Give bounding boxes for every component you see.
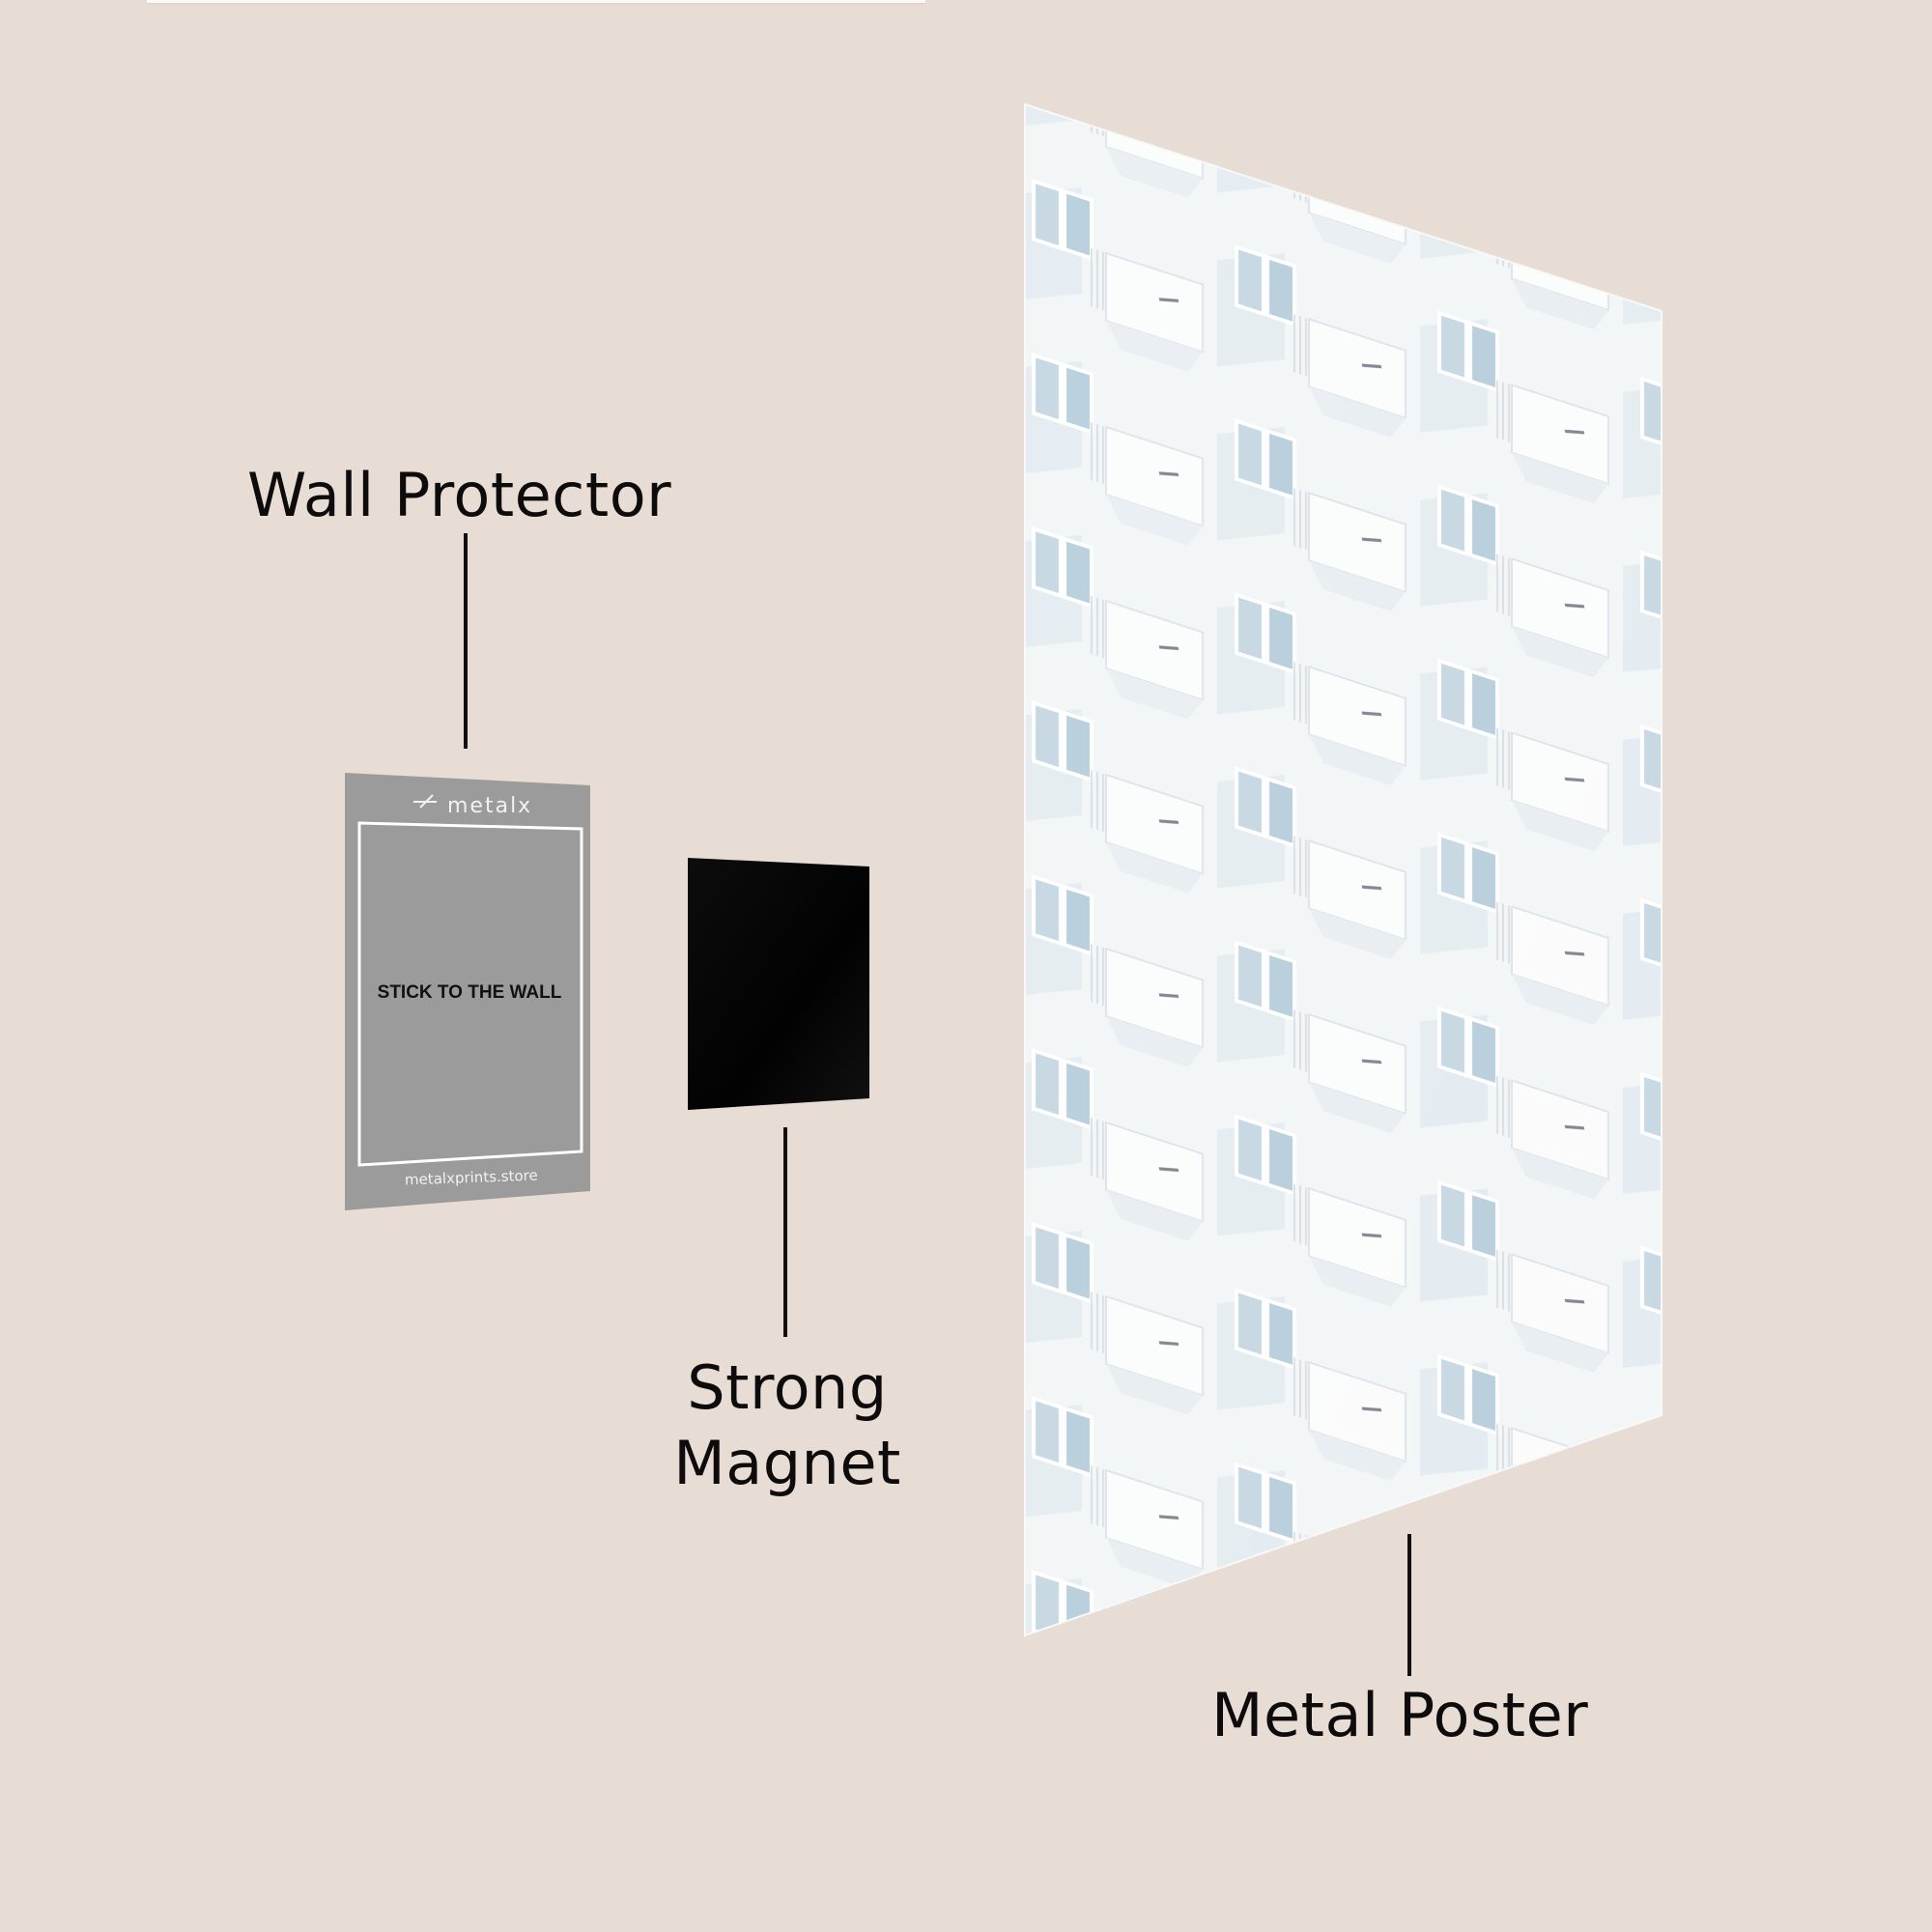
metal-poster-label: Metal Poster xyxy=(1211,1680,1589,1750)
wall-protector-footer-url: metalxprints.store xyxy=(405,1167,538,1189)
wall-protector-connector-line xyxy=(464,533,468,749)
strong-magnet-label: Strong Magnet xyxy=(667,1350,908,1501)
wall-protector-center-text: STICK TO THE WALL xyxy=(378,982,562,1003)
metalx-logo-icon xyxy=(413,794,437,809)
magnet-connector-line xyxy=(783,1127,787,1337)
metal-poster xyxy=(1024,102,1662,1637)
metal-poster-connector-line xyxy=(1407,1534,1411,1676)
strong-magnet-label-line2: Magnet xyxy=(673,1428,901,1498)
top-edge-strip xyxy=(147,0,925,3)
wall-protector-plate: metalx STICK TO THE WALL metalxprints.st… xyxy=(345,773,590,1210)
strong-magnet-label-line1: Strong xyxy=(687,1352,888,1423)
wall-protector-brand: metalx xyxy=(447,794,532,818)
strong-magnet-plate xyxy=(688,858,869,1110)
wall-protector-label: Wall Protector xyxy=(247,460,672,530)
